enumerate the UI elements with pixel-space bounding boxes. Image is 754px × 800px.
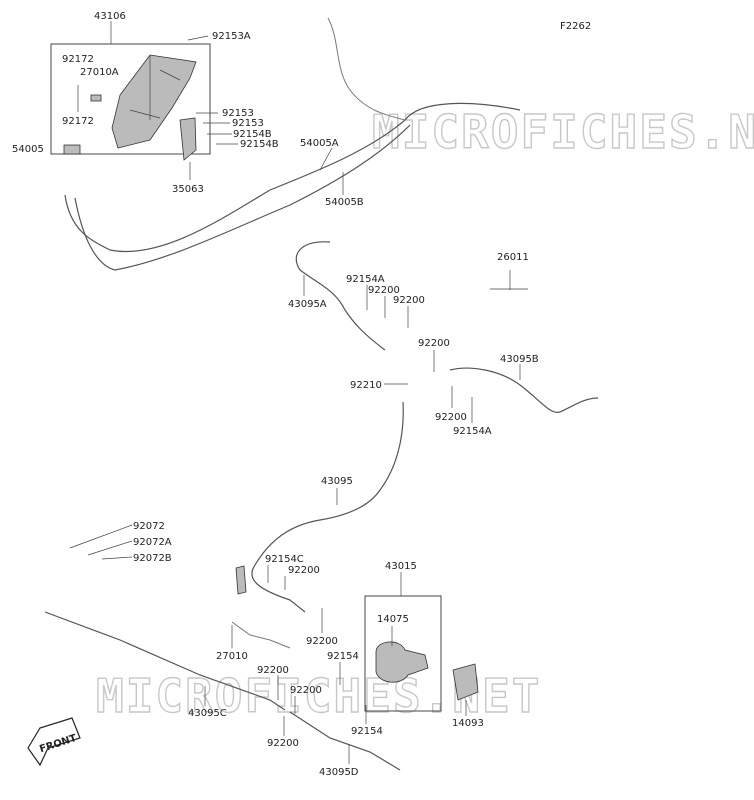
label-43095A: 43095A <box>288 299 327 310</box>
label-92200-7: 92200 <box>257 665 289 676</box>
label-27010A: 27010A <box>80 67 119 78</box>
label-92172-top: 92172 <box>62 54 94 65</box>
pipe-43095D <box>289 711 401 771</box>
label-43095D: 43095D <box>319 767 359 778</box>
label-92172-bottom: 92172 <box>62 116 94 127</box>
pipe-43095C <box>44 611 286 711</box>
label-54005B: 54005B <box>325 197 364 208</box>
part-27010A <box>90 94 102 102</box>
label-92153-1: 92153 <box>222 108 254 119</box>
master-cylinder-14075 <box>375 641 429 683</box>
pipe-43095B <box>449 367 599 413</box>
label-92072A: 92072A <box>133 537 172 548</box>
label-92200-2: 92200 <box>393 295 425 306</box>
part-27010 <box>231 621 291 649</box>
pedal-bracket <box>111 54 197 149</box>
label-35063: 35063 <box>172 184 204 195</box>
part-54005 <box>63 144 81 155</box>
label-54005A: 54005A <box>300 138 339 149</box>
box-43106 <box>50 43 211 155</box>
leader-54005A <box>319 147 333 171</box>
label-92153A: 92153A <box>212 31 251 42</box>
label-43095: 43095 <box>321 476 353 487</box>
label-92072: 92072 <box>133 521 165 532</box>
label-14075: 14075 <box>377 614 409 625</box>
part-joint-43095 <box>235 565 247 595</box>
part-92072B <box>101 556 133 560</box>
label-14093: 14093 <box>452 718 484 729</box>
label-92200-5: 92200 <box>288 565 320 576</box>
label-43015: 43015 <box>385 561 417 572</box>
label-92200-8: 92200 <box>290 685 322 696</box>
pipe-43095A <box>295 241 386 351</box>
pipe-43095 <box>251 401 404 613</box>
part-35063 <box>179 117 197 161</box>
label-43095C: 43095C <box>188 708 227 719</box>
label-92200-3: 92200 <box>418 338 450 349</box>
label-92200-1: 92200 <box>368 285 400 296</box>
box-43015 <box>364 595 442 712</box>
label-92154C: 92154C <box>265 554 304 565</box>
pipe-54005B <box>74 124 411 271</box>
leader-92153A <box>187 35 209 41</box>
label-92200-9: 92200 <box>267 738 299 749</box>
label-92200-4: 92200 <box>435 412 467 423</box>
label-92200-6: 92200 <box>306 636 338 647</box>
label-92210: 92210 <box>350 380 382 391</box>
label-43106: 43106 <box>94 11 126 22</box>
label-26011: 26011 <box>497 252 529 263</box>
label-54005: 54005 <box>12 144 44 155</box>
part-92072 <box>69 524 133 549</box>
label-27010: 27010 <box>216 651 248 662</box>
label-92154-2: 92154 <box>351 726 383 737</box>
part-14093 <box>452 663 479 701</box>
label-92153-2: 92153 <box>232 118 264 129</box>
pipe-top-branch <box>327 17 406 121</box>
part-92072A <box>87 540 133 556</box>
label-92154-1: 92154 <box>327 651 359 662</box>
figure-number: F2262 <box>560 21 591 32</box>
bracket-detail <box>129 55 181 120</box>
pipe-54005A <box>64 102 521 252</box>
label-92154A-1: 92154A <box>346 274 385 285</box>
label-92154B-1: 92154B <box>233 129 272 140</box>
label-92154A-2: 92154A <box>453 426 492 437</box>
watermark-top: MICROFICHES.NET <box>372 105 754 159</box>
label-92154B-2: 92154B <box>240 139 279 150</box>
part-26011 <box>490 270 528 290</box>
label-43095B: 43095B <box>500 354 539 365</box>
front-arrow-icon <box>27 717 81 767</box>
label-92072B: 92072B <box>133 553 172 564</box>
